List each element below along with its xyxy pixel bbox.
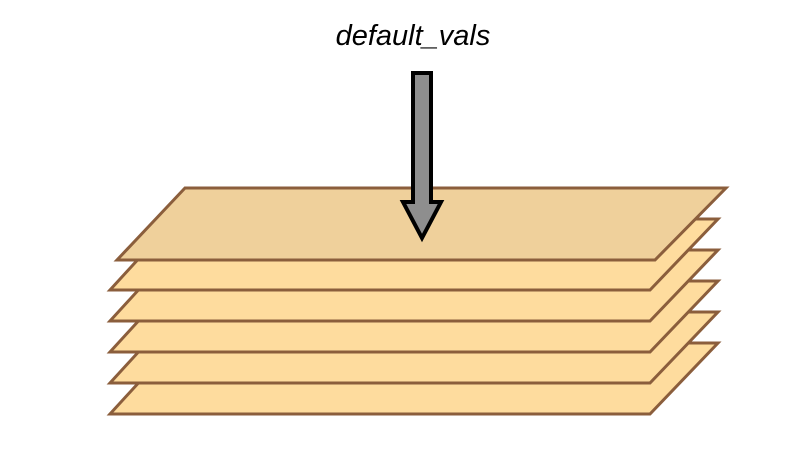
down-arrow-icon: [399, 71, 445, 243]
default-vals-label: default_vals: [336, 20, 491, 52]
arrow: [399, 71, 445, 243]
